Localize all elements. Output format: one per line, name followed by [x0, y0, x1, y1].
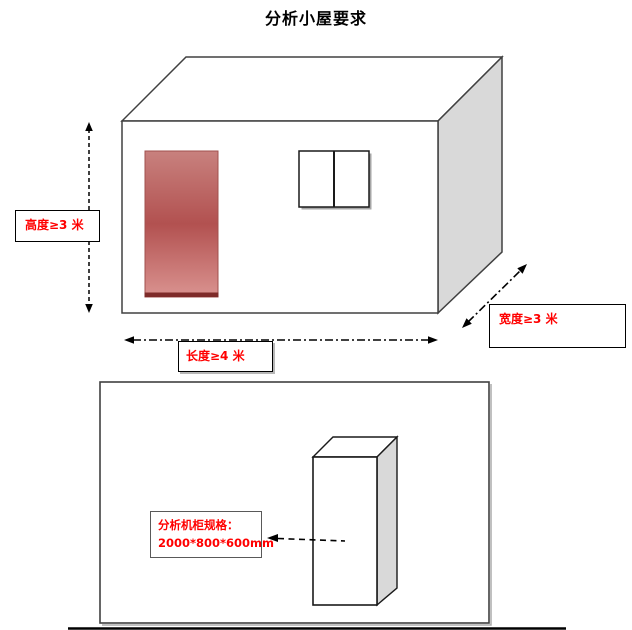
width-arrow-line — [467, 269, 522, 323]
width-dimension-text: 宽度≥3 米 — [499, 312, 558, 326]
width-arrow-head-top — [517, 264, 527, 274]
cabinet-spec-label: 分析机柜规格： 2000*800*600mm — [150, 511, 275, 558]
width-dimension-label: 宽度≥3 米 — [489, 304, 626, 348]
door — [144, 150, 219, 298]
floor-plan-shadow — [102, 384, 492, 626]
length-dimension-text: 长度≥4 米 — [186, 349, 245, 363]
length-arrow-head-left — [124, 336, 134, 344]
floor-plan-rect — [99, 381, 490, 624]
cabinet-front-face — [312, 456, 378, 606]
length-dimension-label: 长度≥4 米 — [178, 341, 273, 372]
page-title: 分析小屋要求 — [264, 9, 367, 28]
cabinet-spec-title: 分析机柜规格： — [158, 518, 239, 532]
hut-top-face — [120, 56, 504, 122]
height-dimension-label: 高度≥3 米 — [15, 210, 100, 242]
door-base — [144, 292, 219, 297]
cabinet-pointer-head — [267, 534, 278, 542]
height-arrow-head-top — [85, 122, 93, 131]
cabinet-spec-value: 2000*800*600mm — [158, 536, 275, 550]
width-arrow-head-bottom — [462, 318, 472, 328]
height-arrow-head-bottom — [85, 304, 93, 313]
height-dimension-text: 高度≥3 米 — [25, 218, 84, 232]
length-arrow-head-right — [428, 336, 438, 344]
cabinet-pointer-line — [277, 537, 346, 542]
cabinet-right-face — [376, 435, 398, 607]
